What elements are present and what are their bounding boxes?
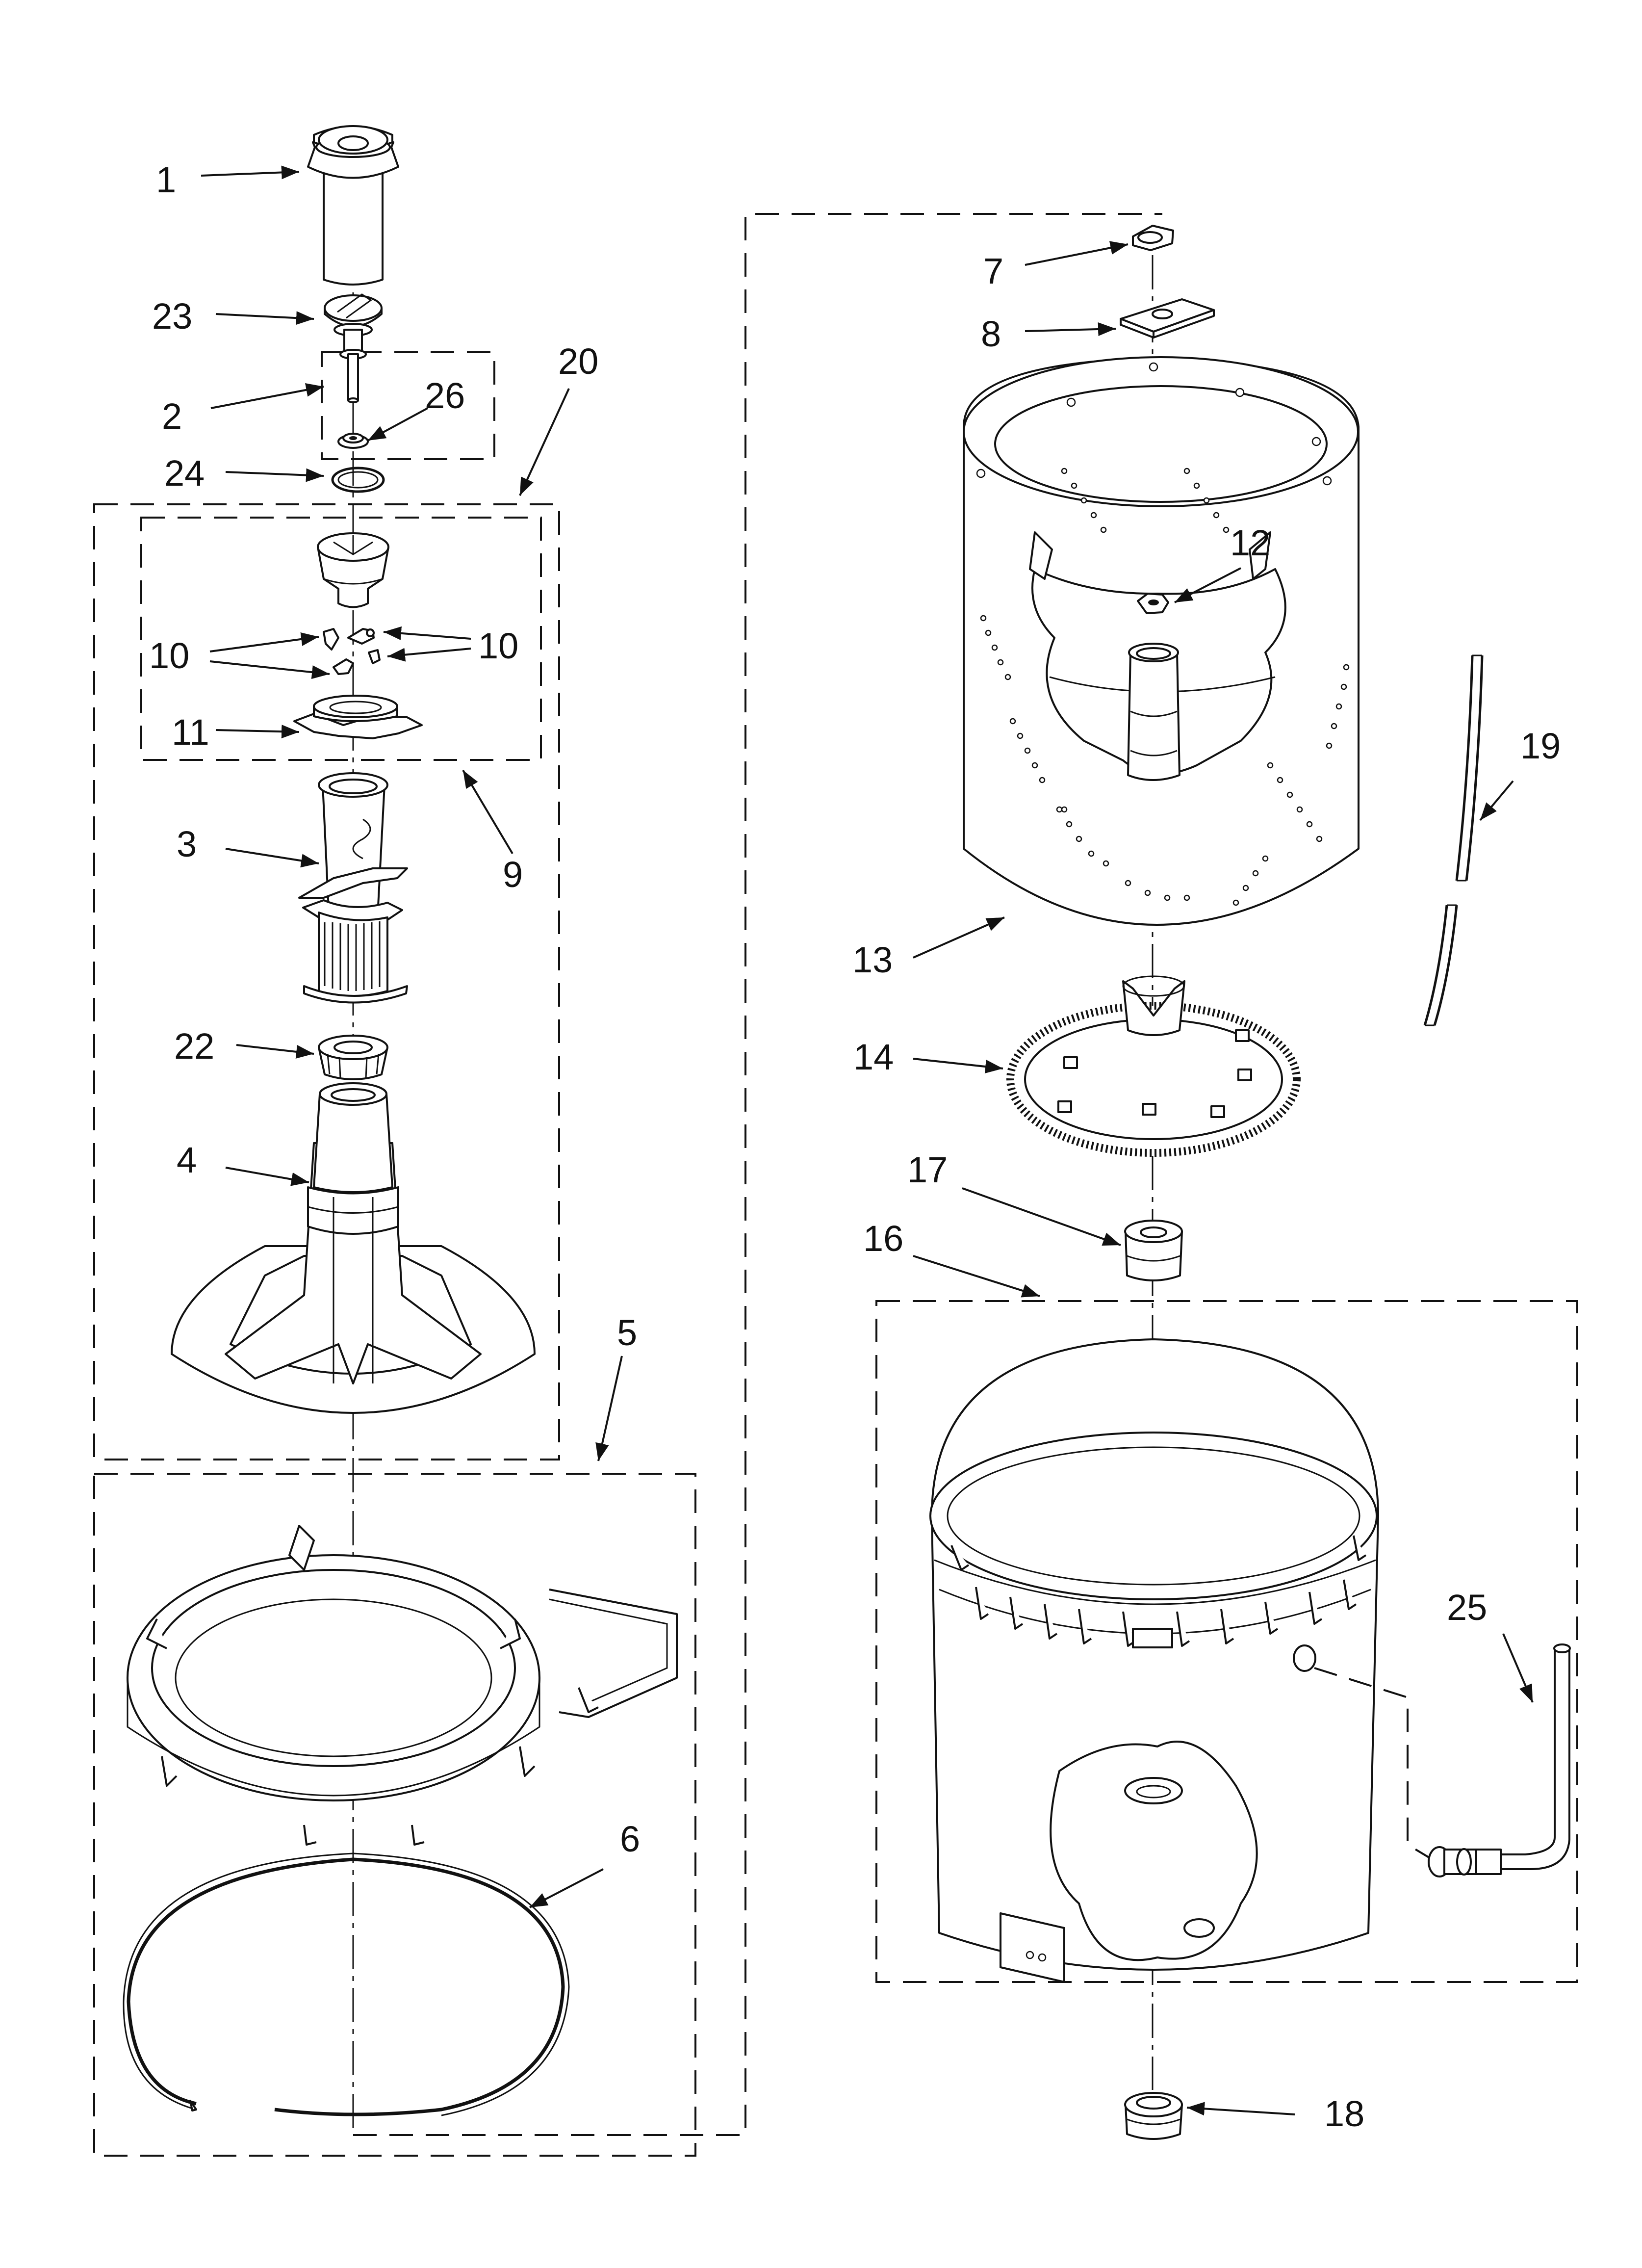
- callout-4: 4: [177, 1140, 197, 1180]
- callout-3: 3: [177, 824, 197, 864]
- part-5-tub-ring: [127, 1525, 678, 1846]
- part-18-plug: [1124, 2092, 1183, 2140]
- callout-10-left: 10: [149, 635, 189, 676]
- callout-18: 18: [1324, 2093, 1364, 2134]
- callout-8: 8: [981, 313, 1001, 354]
- assembly-9-box: [140, 517, 542, 761]
- part-6-snap-ring: [123, 1852, 570, 2116]
- callout-23: 23: [152, 296, 192, 337]
- connection-path: [353, 213, 1162, 2136]
- part-13-basket: [963, 356, 1360, 926]
- callout-20: 20: [558, 341, 598, 382]
- callout-10-right: 10: [478, 626, 518, 666]
- part-11-cam: [293, 695, 423, 739]
- callout-14: 14: [853, 1037, 894, 1077]
- part-25-drain-hose: [1428, 1643, 1571, 1877]
- callout-22: 22: [174, 1026, 214, 1067]
- part-2-bolt: [334, 323, 373, 403]
- assembly-20-box: [93, 503, 560, 1460]
- assembly-2-box: [321, 351, 495, 460]
- part-22-bearing: [318, 1035, 388, 1080]
- callout-1: 1: [156, 159, 176, 200]
- callout-13: 13: [852, 939, 893, 980]
- callout-19: 19: [1520, 726, 1561, 766]
- part-23-cap: [324, 293, 383, 327]
- part-10-dogs: [323, 628, 381, 675]
- part-8-plate: [1120, 298, 1215, 339]
- part-1-dispenser-cup: [307, 125, 399, 286]
- callout-5: 5: [617, 1312, 637, 1353]
- part-3-auger: [298, 772, 408, 1004]
- part-17-hub: [1124, 1220, 1183, 1281]
- callout-6: 6: [620, 1819, 640, 1859]
- callout-17: 17: [907, 1149, 948, 1190]
- callout-9: 9: [503, 854, 523, 895]
- part-26-washer: [337, 433, 369, 449]
- part-14-seal: [1006, 975, 1301, 1157]
- part-9-dog-cam: [317, 532, 389, 608]
- callout-26: 26: [425, 375, 465, 416]
- assembly-5-box: [93, 1473, 696, 2157]
- callout-24: 24: [164, 453, 205, 494]
- basket-perforations: [980, 468, 1350, 906]
- callout-16: 16: [863, 1218, 903, 1259]
- callout-25: 25: [1447, 1587, 1487, 1628]
- callout-2: 2: [162, 396, 182, 437]
- part-4-agitator-base: [171, 1082, 536, 1414]
- callout-12: 12: [1230, 522, 1270, 563]
- part-24-ring: [331, 467, 385, 493]
- callout-7: 7: [983, 251, 1003, 291]
- callout-11: 11: [172, 712, 209, 753]
- part-16-outer-tub: [929, 1338, 1433, 1983]
- part-19-hose: [1423, 654, 1484, 1026]
- part-7-clip: [1132, 225, 1174, 251]
- tub-tabs: [950, 1535, 1367, 1648]
- leader-arrows: [201, 165, 1534, 2116]
